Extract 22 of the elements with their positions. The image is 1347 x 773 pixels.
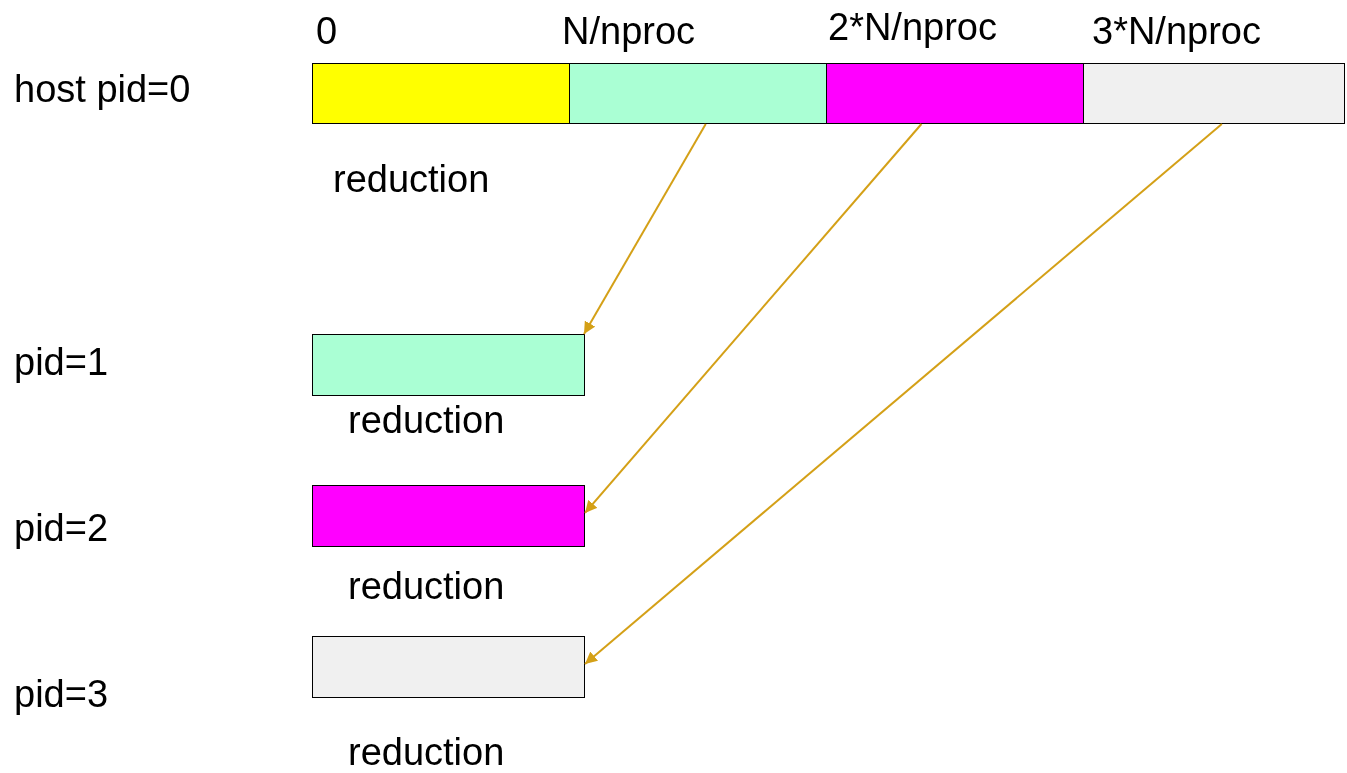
memory-segment (312, 636, 585, 698)
offset-label: N/nproc (562, 12, 696, 50)
memory-segment (826, 63, 1084, 124)
process-label: host pid=0 (14, 70, 191, 108)
arrow (584, 123, 1223, 665)
operation-label: reduction (348, 733, 505, 771)
operation-label: reduction (348, 567, 505, 605)
memory-segment (312, 334, 585, 396)
process-label: pid=1 (14, 343, 109, 381)
memory-segment (312, 485, 585, 547)
operation-label: reduction (333, 160, 490, 198)
process-label: pid=3 (14, 675, 109, 713)
offset-label: 2*N/nproc (828, 8, 997, 46)
process-label: pid=2 (14, 509, 109, 547)
offset-label: 0 (316, 12, 338, 50)
memory-segment (1083, 63, 1345, 124)
operation-label: reduction (348, 401, 505, 439)
offset-label: 3*N/nproc (1092, 12, 1261, 50)
arrow (583, 123, 707, 335)
arrow (584, 123, 923, 514)
memory-segment (312, 63, 570, 124)
memory-segment (569, 63, 827, 124)
